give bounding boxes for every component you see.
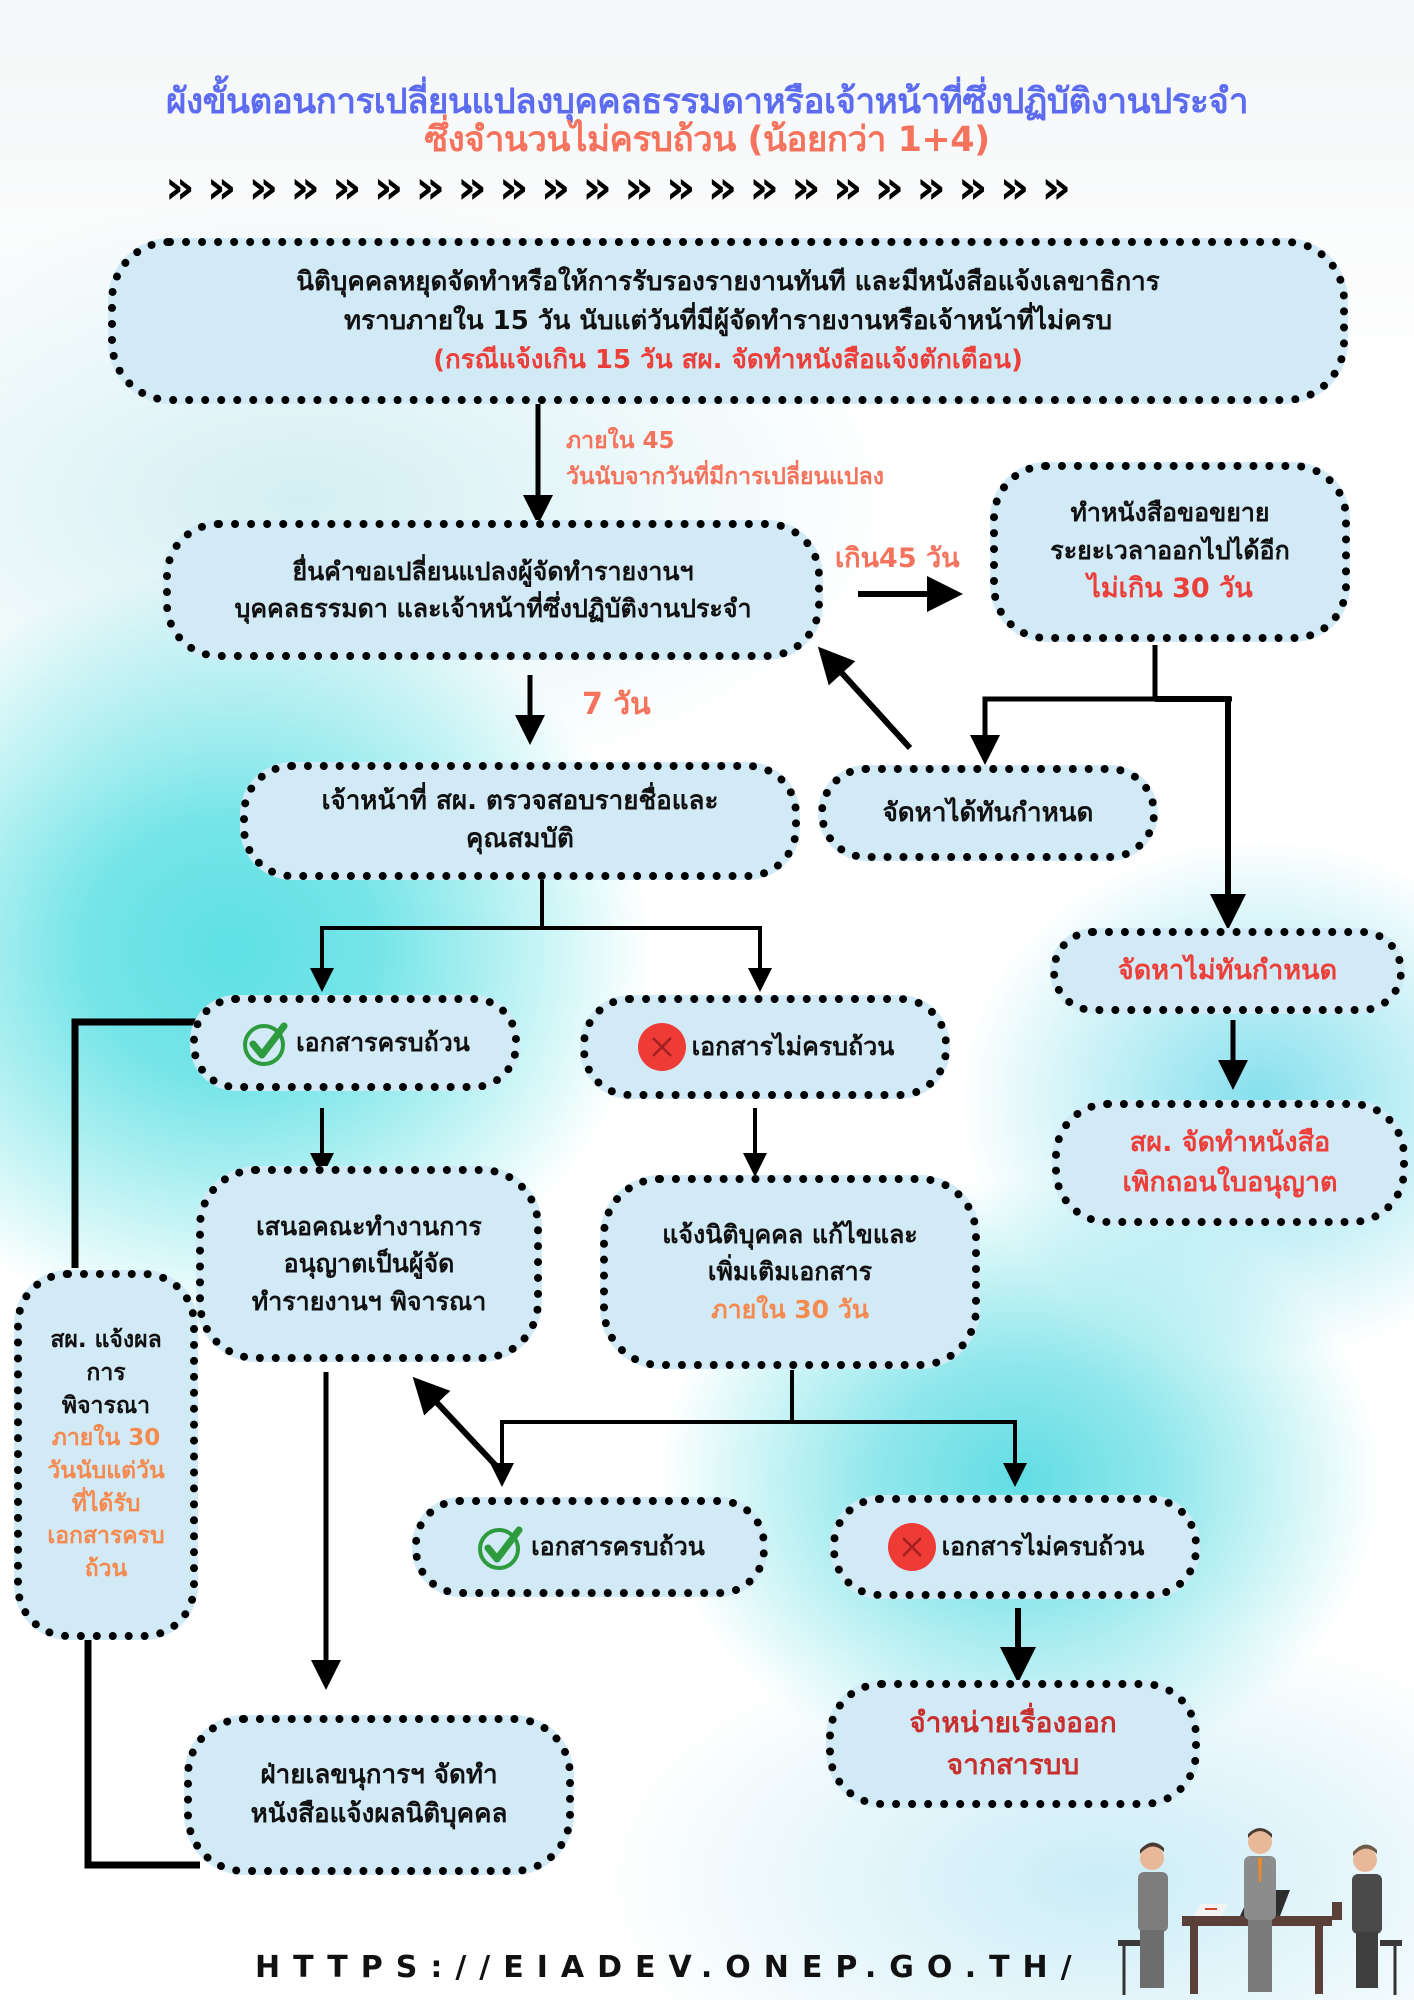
secretariat-line2: หนังสือแจ้งผลนิติบุคคล (250, 1799, 508, 1829)
arrow-check-to-incomplete (542, 926, 772, 992)
line-result-to-complete (71, 1018, 200, 1268)
seven-days-label: 7 วัน (582, 687, 651, 722)
line-secretariat-to-result (84, 1640, 200, 1869)
result-note4: เอกสารครบ (47, 1523, 165, 1550)
step1-line1: นิติบุคคลหยุดจัดทำหรือให้การรับรองรายงาน… (296, 266, 1160, 297)
check-line2: คุณสมบัติ (466, 824, 574, 854)
result-line1: สผ. แจ้งผล (50, 1327, 162, 1354)
within-45-days-label: ภายใน 45 วันนับจากวันที่มีการเปลี่ยนแปลง (566, 424, 884, 495)
within-45-line1: ภายใน 45 (566, 428, 675, 454)
revoke-line2: เพิกถอนใบอนุญาต (1122, 1167, 1338, 1198)
result-line3: พิจารณา (61, 1392, 151, 1419)
docs-complete-label-1: เอกสารครบถ้วน (296, 1028, 470, 1058)
submit-line2: บุคคลธรรมดา และเจ้าหน้าที่ซึ่งปฏิบัติงาน… (234, 594, 752, 623)
business-meeting-illustration (1118, 1828, 1402, 1995)
dismiss-case-box: จำหน่ายเรื่องออก จากสารบบ (826, 1680, 1200, 1808)
secretariat-line1: ฝ่ายเลขนุการฯ จัดทำ (260, 1760, 498, 1790)
step1-stop-and-notify-box: นิติบุคคลหยุดจัดทำหรือให้การรับรองรายงาน… (108, 238, 1348, 404)
within-45-line2: วันนับจากวันที่มีการเปลี่ยนแปลง (566, 463, 884, 490)
check-circle-icon (243, 1022, 288, 1066)
page-title: ผังขั้นตอนการเปลี่ยนแปลงบุคคลธรรมดาหรือเ… (166, 82, 1248, 122)
arrow-extension-to-not-found (1155, 696, 1246, 930)
result-note2: วันนับแต่วัน (47, 1458, 165, 1484)
docs-incomplete-box-2: เอกสารไม่ครบถ้วน (830, 1495, 1200, 1599)
docs-incomplete-box-1: เอกสารไม่ครบถ้วน (580, 995, 950, 1099)
x-circle-icon (637, 1023, 686, 1071)
footer-url-link[interactable]: HTTPS://EIADEV.ONEP.GO.TH/ (255, 1950, 1085, 1985)
check-line1: เจ้าหน้าที่ สผ. ตรวจสอบรายชื่อและ (321, 786, 719, 817)
check-circle-icon (478, 1526, 523, 1570)
docs-complete-box-1: เอกสารครบถ้วน (190, 995, 520, 1091)
chevron-divider-icon: » » » » » » » » » » » » » » » » » » » » … (165, 160, 1071, 214)
onep-verify-qualifications-box: เจ้าหน้าที่ สผ. ตรวจสอบรายชื่อและ คุณสมบ… (240, 762, 800, 880)
notifyfix-line2: เพิ่มเติมเอกสาร (707, 1257, 873, 1287)
notify-result-box: สผ. แจ้งผล การ พิจารณา ภายใน 30 วันนับแต… (14, 1270, 198, 1640)
not-found-in-time-box: จัดหาไม่ทันกำหนด (1050, 928, 1405, 1014)
found-in-time-label: จัดหาได้ทันกำหนด (882, 797, 1094, 828)
extension-limit-note: ไม่เกิน 30 วัน (1087, 573, 1253, 605)
extension-line1: ทำหนังสือขอขยาย (1070, 498, 1270, 528)
page-subtitle: ซึ่งจำนวนไม่ครบถ้วน (น้อยกว่า 1+4) (424, 120, 990, 160)
dismiss-line1: จำหน่ายเรื่องออก (909, 1706, 1117, 1739)
arrow-found-to-submit (817, 646, 913, 751)
result-note5: ถ้วน (84, 1555, 128, 1582)
over-45-days-label: เกิน45 วัน (835, 543, 960, 574)
result-line2: การ (86, 1360, 126, 1387)
result-note1: ภายใน 30 (51, 1425, 161, 1452)
docs-incomplete-label-2: เอกสารไม่ครบถ้วน (941, 1532, 1145, 1562)
docs-incomplete-label-1: เอกสารไม่ครบถ้วน (691, 1032, 895, 1062)
revoke-line1: สผ. จัดทำหนังสือ (1129, 1126, 1331, 1158)
propose-committee-box: เสนอคณะทำงานการ อนุญาตเป็นผู้จัด ทำรายงา… (196, 1166, 542, 1362)
found-in-time-box: จัดหาได้ทันกำหนด (818, 765, 1158, 861)
step1-warning-note: (กรณีแจ้งเกิน 15 วัน สผ. จัดทำหนังสือแจ้… (433, 344, 1023, 375)
submit-change-request-box: ยื่นคำขอเปลี่ยนแปลงผู้จัดทำรายงานฯ บุคคล… (163, 520, 823, 660)
notifyfix-deadline-note: ภายใน 30 วัน (711, 1294, 869, 1324)
dismiss-line2: จากสารบบ (946, 1748, 1080, 1781)
propose-line2: อนุญาตเป็นผู้จัด (283, 1249, 455, 1279)
arrow-notifyfix-to-incomplete2 (792, 1420, 1027, 1487)
arrow-extension-to-found (970, 696, 1232, 765)
arrow-complete2-to-propose (412, 1376, 503, 1473)
secretariat-notify-letter-box: ฝ่ายเลขนุการฯ จัดทำ หนังสือแจ้งผลนิติบุค… (184, 1715, 574, 1875)
x-circle-icon (887, 1523, 936, 1571)
notifyfix-line1: แจ้งนิติบุคคล แก้ไขและ (662, 1219, 918, 1249)
extension-line2: ระยะเวลาออกไปได้อีก (1050, 535, 1290, 565)
docs-complete-box-2: เอกสารครบถ้วน (412, 1497, 768, 1597)
submit-line1: ยื่นคำขอเปลี่ยนแปลงผู้จัดทำรายงานฯ (292, 556, 694, 586)
arrow-notifyfix-to-complete2 (490, 1420, 792, 1487)
notify-fix-documents-box: แจ้งนิติบุคคล แก้ไขและ เพิ่มเติมเอกสาร ภ… (600, 1175, 980, 1369)
propose-line1: เสนอคณะทำงานการ (256, 1211, 482, 1241)
arrow-check-to-complete (310, 926, 542, 992)
docs-complete-label-2: เอกสารครบถ้วน (531, 1532, 705, 1562)
propose-line3: ทำรายงานฯ พิจารณา (251, 1286, 487, 1316)
revoke-license-box: สผ. จัดทำหนังสือ เพิกถอนใบอนุญาต (1052, 1100, 1408, 1226)
result-note3: ที่ได้รับ (71, 1490, 141, 1517)
step1-line2: ทราบภายใน 15 วัน นับแต่วันที่มีผู้จัดทำร… (343, 305, 1113, 336)
request-extension-box: ทำหนังสือขอขยาย ระยะเวลาออกไปได้อีก ไม่เ… (990, 462, 1350, 642)
not-found-in-time-label: จัดหาไม่ทันกำหนด (1117, 954, 1338, 986)
